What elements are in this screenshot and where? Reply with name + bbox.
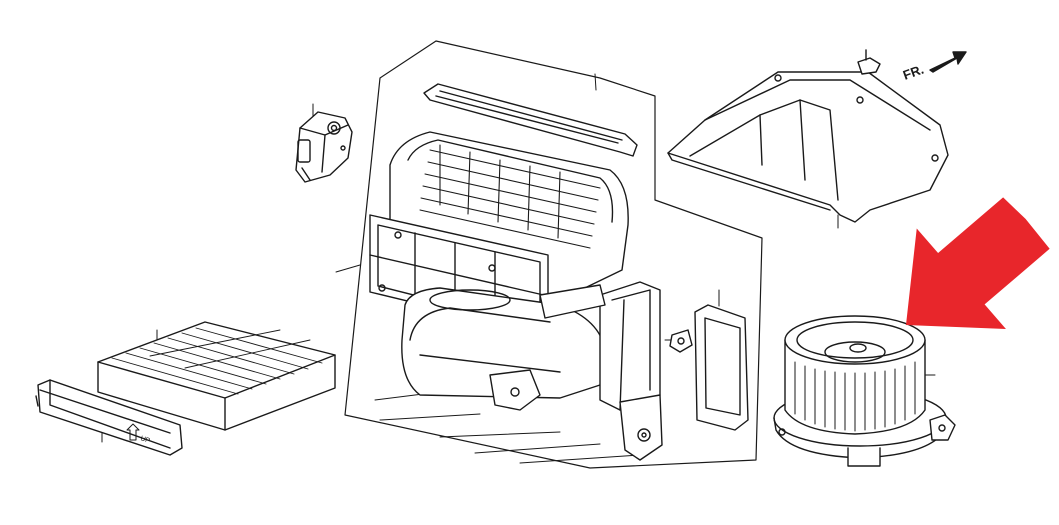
intake-duct [667,49,949,223]
blower-motor-fan [773,315,956,467]
blower-housing-top-cover [423,83,638,157]
assembly-boundary [344,40,763,469]
duct-seal-frame [694,304,749,431]
cabin-air-filter [97,321,336,431]
cabin-filter-cover: UP [35,379,183,456]
direction-marker-label: FR. [901,62,926,83]
mounting-clip [669,329,693,353]
red-pointer-arrow-icon [905,197,1050,329]
blower-unit-housing [369,131,663,461]
front-direction-arrow-icon: FR. [901,51,967,83]
up-arrow-icon [126,423,140,441]
filter-up-marking: UP [139,435,151,445]
mode-actuator-motor [295,111,353,183]
